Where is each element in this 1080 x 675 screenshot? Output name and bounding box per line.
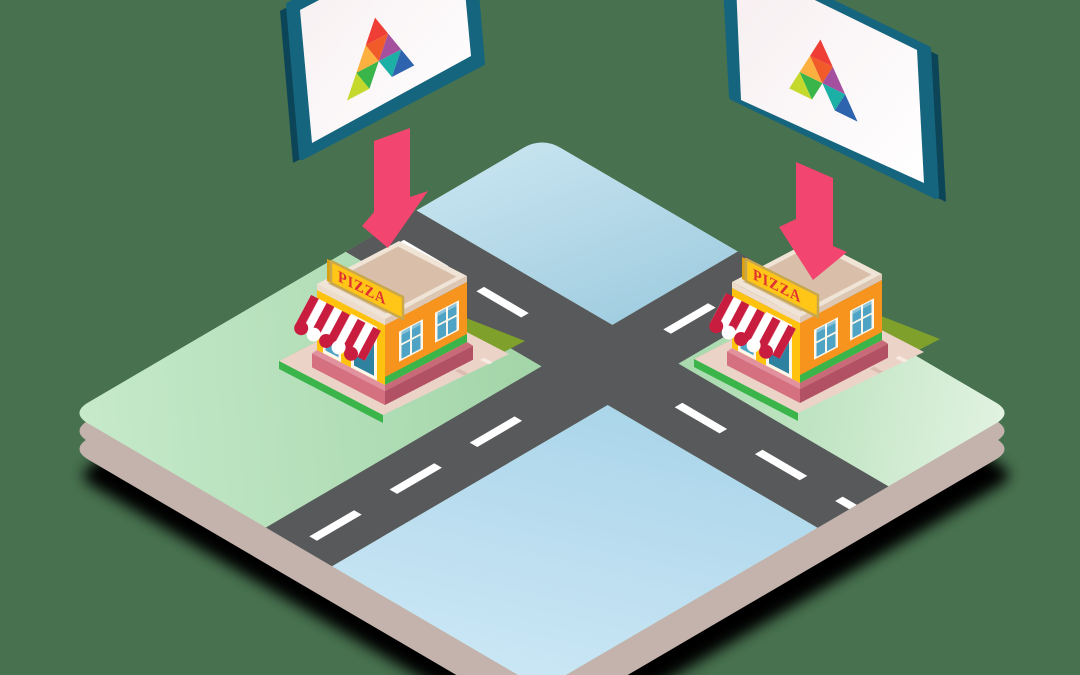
screen-face: [300, 0, 471, 143]
right-down-arrow-icon: [779, 162, 847, 280]
blue-quadrant-south: [332, 405, 818, 675]
blue-quadrant-north: [416, 142, 738, 325]
right-billboard-screen: [723, 0, 946, 202]
ground-plate: [79, 142, 1005, 675]
left-billboard-screen: [280, 0, 485, 163]
left-down-arrow-icon: [362, 128, 428, 248]
